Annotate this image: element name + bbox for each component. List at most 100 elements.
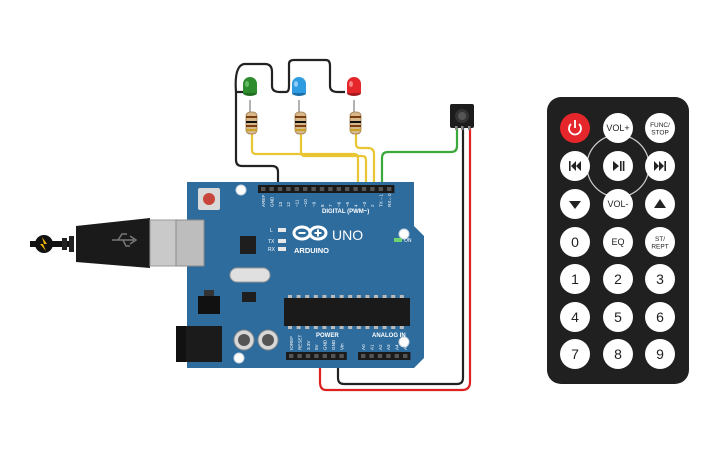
- digital-pin[interactable]: [353, 187, 358, 191]
- remote-button-power[interactable]: [560, 113, 590, 143]
- remote-button-prev[interactable]: [560, 151, 590, 181]
- digital-pin[interactable]: [269, 187, 274, 191]
- digital-header[interactable]: [258, 185, 395, 193]
- pin-label: ~3: [362, 201, 367, 207]
- ground-wire: [234, 58, 345, 94]
- pin-label: 4: [353, 204, 358, 207]
- remote-button-next[interactable]: [645, 151, 675, 181]
- analog-pin[interactable]: [369, 354, 374, 358]
- resistor-2[interactable]: [294, 111, 307, 135]
- remote-button-3[interactable]: 3: [645, 264, 675, 294]
- voltage-regulator: [198, 296, 220, 314]
- digital-pin[interactable]: [311, 187, 316, 191]
- pin-label: 8: [320, 204, 325, 207]
- digital-pin[interactable]: [387, 187, 392, 191]
- remote-button-2[interactable]: 2: [603, 264, 633, 294]
- reset-button[interactable]: [198, 188, 220, 210]
- remote-button-6[interactable]: 6: [645, 302, 675, 332]
- arduino-board[interactable]: ARDUINO UNO L TX RX ON DIGITAL (PWM~) PO…: [175, 182, 424, 368]
- analog-header[interactable]: [358, 352, 411, 360]
- power-pin[interactable]: [331, 354, 336, 358]
- digital-pin[interactable]: [328, 187, 333, 191]
- digital-pin[interactable]: [294, 187, 299, 191]
- remote-button-label: VOL-: [607, 199, 628, 209]
- power-led-indicator: [394, 238, 402, 242]
- digital-pin[interactable]: [277, 187, 283, 191]
- remote-button-5[interactable]: 5: [603, 302, 633, 332]
- analog-pin[interactable]: [403, 354, 408, 358]
- power-pin[interactable]: [314, 354, 319, 358]
- remote-button-9[interactable]: 9: [645, 339, 675, 369]
- remote-button-play-pause[interactable]: [603, 151, 633, 181]
- remote-button-label: STOP: [651, 130, 669, 137]
- signal-wire-blue: [299, 134, 368, 186]
- analog-pin[interactable]: [386, 354, 391, 358]
- pin-label: A4: [395, 344, 400, 350]
- power-pin[interactable]: [339, 354, 344, 358]
- ir-power-wire: [318, 128, 472, 392]
- remote-button-func-stop[interactable]: FUNC/STOP: [645, 113, 675, 143]
- remote-button-4[interactable]: 4: [560, 302, 590, 332]
- power-header[interactable]: [286, 352, 347, 360]
- pin-label: GND: [269, 196, 274, 207]
- remote-button-st-rept[interactable]: ST/REPT: [645, 227, 675, 257]
- digital-pin[interactable]: [361, 187, 367, 191]
- digital-pin[interactable]: [286, 187, 291, 191]
- pin-label: ~6: [337, 201, 342, 207]
- fast-forward-icon: [654, 161, 666, 171]
- pin-label: ~5: [345, 201, 350, 207]
- ground-wire-to-board: [234, 92, 280, 186]
- remote-button-label: FUNC/: [650, 122, 670, 129]
- remote-button-label: 2: [614, 271, 622, 287]
- microcontroller-chip: [284, 298, 410, 326]
- analog-pin[interactable]: [394, 354, 399, 358]
- led-blue[interactable]: [292, 77, 306, 96]
- lightning-icon: [40, 237, 47, 251]
- pin-label: 2: [370, 204, 375, 207]
- power-pin[interactable]: [289, 354, 294, 358]
- analog-pin[interactable]: [377, 354, 383, 358]
- ir-receiver[interactable]: [450, 104, 474, 130]
- power-pin[interactable]: [305, 354, 311, 358]
- digital-pin[interactable]: [261, 187, 266, 191]
- resistor-1[interactable]: [245, 111, 258, 135]
- digital-pin[interactable]: [303, 187, 308, 191]
- digital-pin[interactable]: [345, 187, 350, 191]
- led-green[interactable]: [243, 77, 257, 96]
- remote-button-1[interactable]: 1: [560, 264, 590, 294]
- analog-label: ANALOG IN: [372, 333, 406, 339]
- digital-pin[interactable]: [378, 187, 383, 191]
- remote-button-vol-up[interactable]: VOL+: [603, 113, 633, 143]
- digital-pin[interactable]: [319, 187, 325, 191]
- remote-button-7[interactable]: 7: [560, 339, 590, 369]
- usb-icon: [112, 233, 138, 247]
- digital-pin[interactable]: [336, 187, 341, 191]
- usb-cable: [30, 218, 189, 268]
- remote-button-label: VOL+: [606, 123, 629, 133]
- led-red[interactable]: [347, 77, 361, 96]
- pin-label: RESET: [297, 334, 302, 350]
- remote-button-label: 1: [571, 271, 579, 287]
- remote-button-8[interactable]: 8: [603, 339, 633, 369]
- remote-button-0[interactable]: 0: [560, 227, 590, 257]
- remote-button-down[interactable]: [560, 189, 590, 219]
- power-jack[interactable]: [176, 326, 222, 362]
- remote-button-label: 9: [656, 346, 664, 362]
- analog-pin[interactable]: [361, 354, 366, 358]
- digital-pin[interactable]: [370, 187, 375, 191]
- power-pin[interactable]: [322, 354, 327, 358]
- board-model: UNO: [332, 227, 363, 243]
- resistor-3[interactable]: [349, 111, 362, 135]
- pin-label: 7: [328, 204, 333, 207]
- pin-label: GND: [323, 339, 328, 350]
- remote-button-vol-down[interactable]: VOL-: [603, 189, 633, 219]
- led-rx-indicator: [278, 247, 286, 251]
- remote-button-up[interactable]: [645, 189, 675, 219]
- remote-button-eq[interactable]: EQ: [603, 227, 633, 257]
- up-arrow-icon: [654, 199, 666, 208]
- signal-wire-red: [354, 134, 376, 186]
- pin-label: TX→1: [379, 194, 384, 207]
- arduino-logo-icon: [292, 225, 328, 241]
- power-pin[interactable]: [297, 354, 302, 358]
